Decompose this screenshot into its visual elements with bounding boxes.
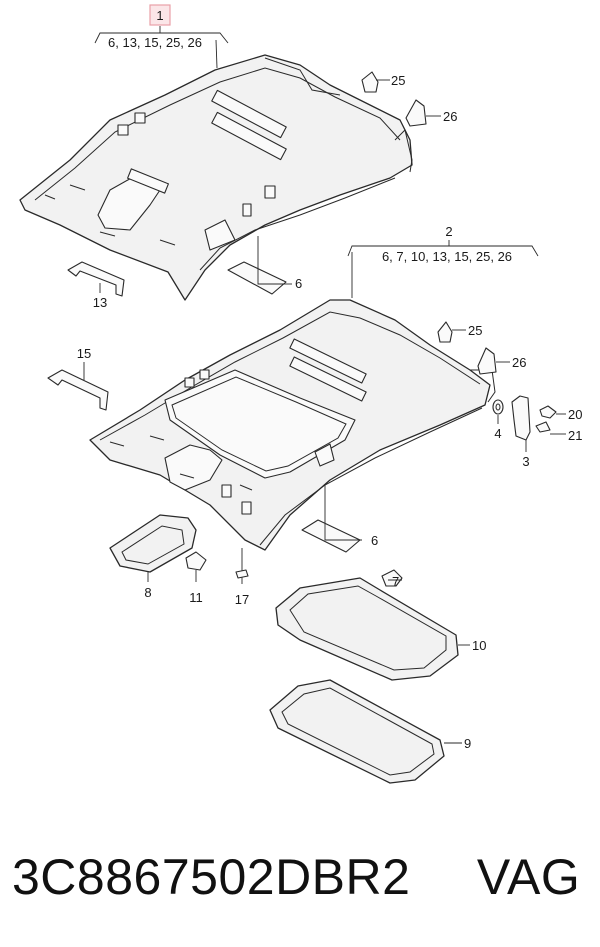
trim-strip-3[interactable]: 3: [511, 395, 531, 469]
callout-17: 17: [235, 592, 249, 607]
headliner-upper: [19, 54, 413, 301]
callout-1-subparts: 6, 13, 15, 25, 26: [108, 35, 202, 50]
grab-handle-cover-6-lower[interactable]: 6: [301, 484, 378, 553]
callout-1-highlight-box: [149, 4, 171, 26]
callout-20: 20: [568, 407, 582, 422]
part-number-footer: 3C8867502DBR2 VAG: [12, 842, 600, 912]
washer-4[interactable]: 4: [492, 399, 504, 441]
callout-15: 15: [77, 346, 91, 361]
clip-25-lower[interactable]: 25: [437, 321, 482, 343]
grab-handle-cover-6-upper[interactable]: 6: [227, 236, 302, 295]
dome-light-frame-8[interactable]: 8: [109, 514, 197, 600]
callout-9: 9: [464, 736, 471, 751]
clip-21[interactable]: 21: [535, 421, 582, 443]
callout-6-lower: 6: [371, 533, 378, 548]
handle-13[interactable]: 13: [67, 261, 125, 310]
part-17[interactable]: 17: [235, 548, 249, 607]
clip-26-upper[interactable]: 26: [405, 99, 457, 127]
callout-10: 10: [472, 638, 486, 653]
clip-20[interactable]: 20: [539, 405, 582, 422]
callout-2-number: 2: [445, 224, 452, 239]
callout-8: 8: [144, 585, 151, 600]
callout-13: 13: [93, 295, 107, 310]
clip-25-upper[interactable]: 25: [361, 71, 405, 93]
callout-4: 4: [494, 426, 501, 441]
callout-25-upper: 25: [391, 73, 405, 88]
sunroof-seal-9[interactable]: 9: [269, 679, 471, 784]
callout-25-lower: 25: [468, 323, 482, 338]
clip-7[interactable]: 7: [381, 569, 403, 589]
clip-26-lower[interactable]: 26: [477, 347, 526, 375]
callout-26-upper: 26: [443, 109, 457, 124]
callout-21: 21: [568, 428, 582, 443]
callout-11: 11: [189, 590, 203, 605]
handle-15[interactable]: 15: [47, 346, 109, 411]
sunroof-frame-10[interactable]: 10: [275, 577, 486, 681]
callout-3: 3: [522, 454, 529, 469]
part-number-code: 3C8867502DBR2: [12, 849, 411, 905]
callout-2[interactable]: 2 6, 7, 10, 13, 15, 25, 26: [347, 224, 539, 298]
brand-label: VAG: [476, 849, 581, 905]
clip-11[interactable]: 11: [185, 551, 207, 605]
callout-6-upper: 6: [295, 276, 302, 291]
callout-2-subparts: 6, 7, 10, 13, 15, 25, 26: [382, 249, 512, 264]
callout-7: 7: [392, 574, 399, 589]
headliner-lower: [89, 299, 496, 551]
callout-1-number: 1: [156, 8, 163, 23]
callout-1[interactable]: 1 6, 13, 15, 25, 26: [94, 4, 229, 69]
callout-26-lower: 26: [512, 355, 526, 370]
